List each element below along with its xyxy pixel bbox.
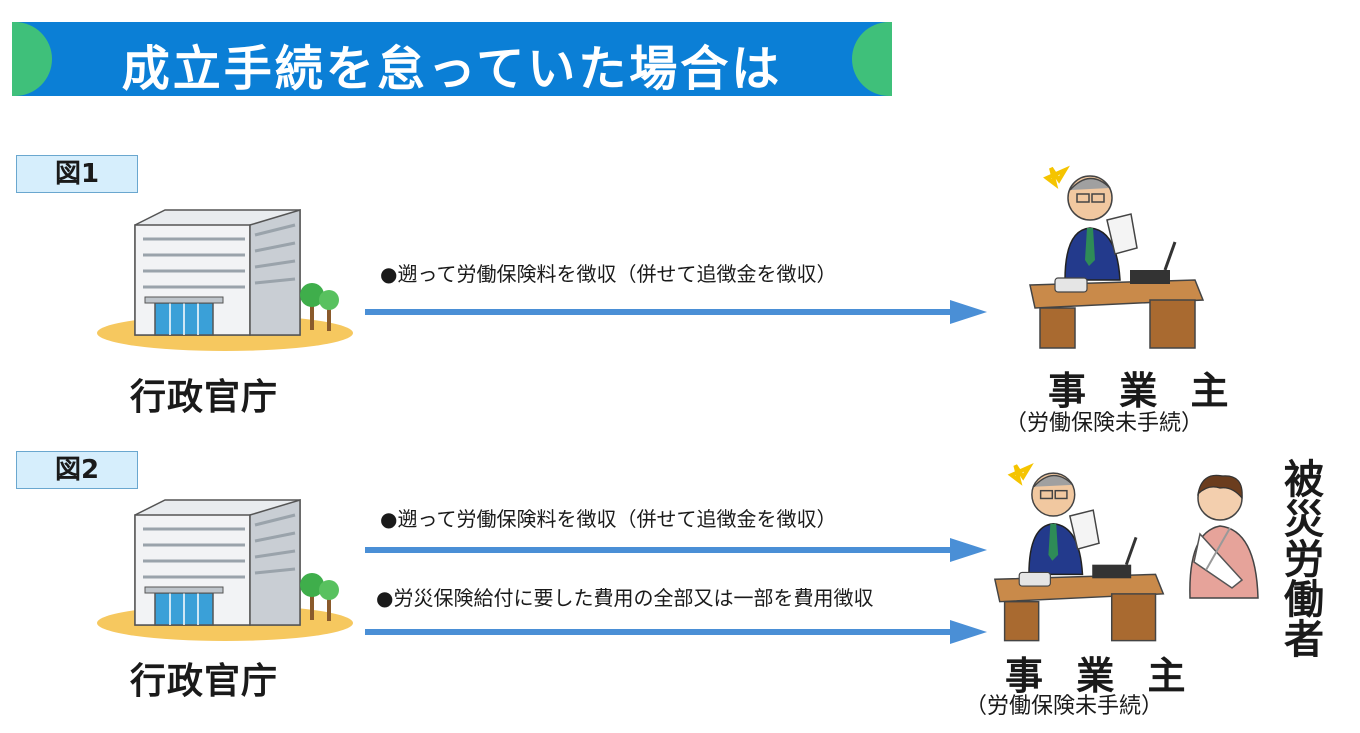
employer-sublabel: （労働保険未手続）	[1005, 405, 1203, 437]
arrow-fig2-1	[365, 536, 995, 564]
worried-employer-icon	[1025, 160, 1215, 355]
arrow-text-fig2-1: ●遡って労働保険料を徴収（併せて追徴金を徴収）	[380, 503, 836, 532]
injured-worker-label: 被災労働者	[1278, 458, 1322, 658]
government-building-icon	[95, 495, 360, 645]
arrow-fig2-2	[365, 618, 995, 646]
injured-worker-icon	[1170, 470, 1275, 605]
employer-sublabel: （労働保険未手続）	[965, 688, 1163, 720]
government-label: 行政官庁	[130, 368, 278, 420]
government-label: 行政官庁	[130, 652, 278, 704]
government-building-icon	[95, 205, 360, 355]
arrow-fig1-1	[365, 298, 995, 326]
worried-employer-icon	[990, 455, 1175, 650]
figure-1-label: 図1	[16, 155, 138, 193]
arrow-text-fig2-2: ●労災保険給付に要した費用の全部又は一部を費用徴収	[376, 582, 873, 611]
arrow-text-fig1-1: ●遡って労働保険料を徴収（併せて追徴金を徴収）	[380, 258, 836, 287]
figure-2-label: 図2	[16, 451, 138, 489]
title-banner: 成立手続を怠っていた場合は	[12, 22, 892, 96]
page-title: 成立手続を怠っていた場合は	[12, 29, 892, 99]
